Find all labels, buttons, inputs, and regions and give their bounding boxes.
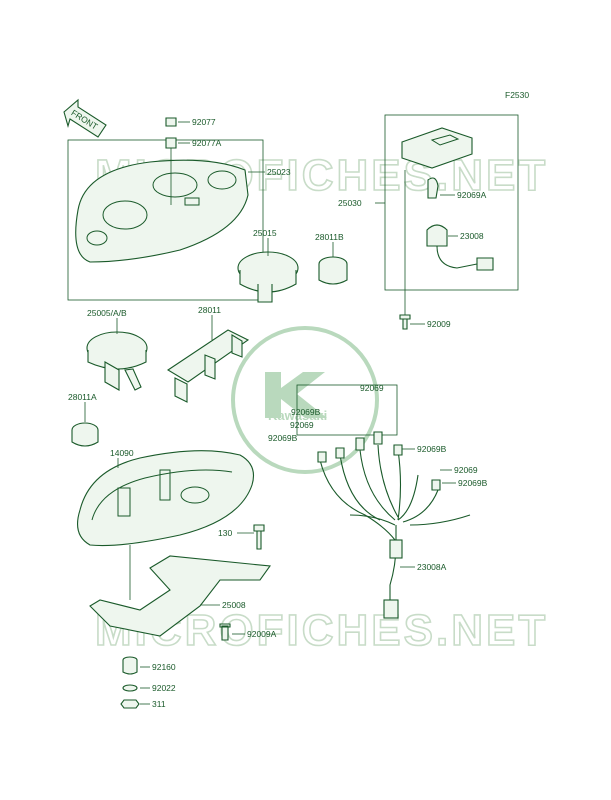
label-92069B-3: 92069B — [268, 433, 298, 443]
gauge-25005 — [86, 331, 148, 391]
cap-92077A — [165, 137, 177, 205]
label-92069A: 92069A — [457, 190, 487, 200]
label-92069B-1: 92069B — [291, 407, 321, 417]
label-25015: 25015 — [253, 228, 277, 238]
label-25023: 25023 — [267, 167, 291, 177]
socket-plate-28011 — [166, 329, 250, 403]
gauge-25015 — [237, 251, 299, 303]
bracket-25008 — [89, 555, 271, 637]
label-92069B-6: 92069B — [458, 478, 488, 488]
label-130: 130 — [218, 528, 232, 538]
label-92069-2: 92069 — [290, 420, 314, 430]
socket-28011A — [71, 422, 99, 447]
label-92009A: 92009A — [247, 629, 277, 639]
label-28011: 28011 — [198, 305, 221, 315]
socket-28011B — [318, 256, 348, 285]
part-labels: 92077 92077A 25023 25030 92069A 23008 92… — [68, 117, 488, 709]
cap-92077 — [165, 117, 177, 127]
bolt-92009A — [219, 623, 231, 641]
indicator-unit-25030 — [384, 114, 519, 330]
nut-311 — [120, 699, 140, 709]
label-25008: 25008 — [222, 600, 246, 610]
label-92160: 92160 — [152, 662, 176, 672]
label-92069-5: 92069 — [454, 465, 478, 475]
grommet-92160 — [122, 656, 138, 675]
label-92009: 92009 — [427, 319, 451, 329]
label-14090: 14090 — [110, 448, 134, 458]
figure-id: F2530 — [505, 90, 529, 100]
label-92069B-4: 92069B — [417, 444, 447, 454]
washer-92022 — [122, 684, 138, 692]
label-28011B: 28011B — [315, 232, 344, 242]
label-23008: 23008 — [460, 231, 484, 241]
front-arrow-icon: FRONT — [63, 98, 107, 138]
label-23008A: 23008A — [417, 562, 447, 572]
label-311: 311 — [152, 699, 166, 709]
label-92077A: 92077A — [192, 138, 222, 148]
label-25030: 25030 — [338, 198, 362, 208]
logo-text: Kawasaki — [268, 408, 327, 423]
harness-23008A — [296, 384, 471, 619]
meter-case-14090 — [77, 450, 255, 600]
kawasaki-logo-watermark: Kawasaki — [231, 326, 379, 474]
label-25005AB: 25005/A/B — [87, 308, 127, 318]
leader-lines — [84, 121, 458, 705]
label-28011A: 28011A — [68, 392, 97, 402]
label-92022: 92022 — [152, 683, 176, 693]
label-92077: 92077 — [192, 117, 216, 127]
bolt-130 — [253, 524, 265, 550]
label-92069-top: 92069 — [360, 383, 384, 393]
